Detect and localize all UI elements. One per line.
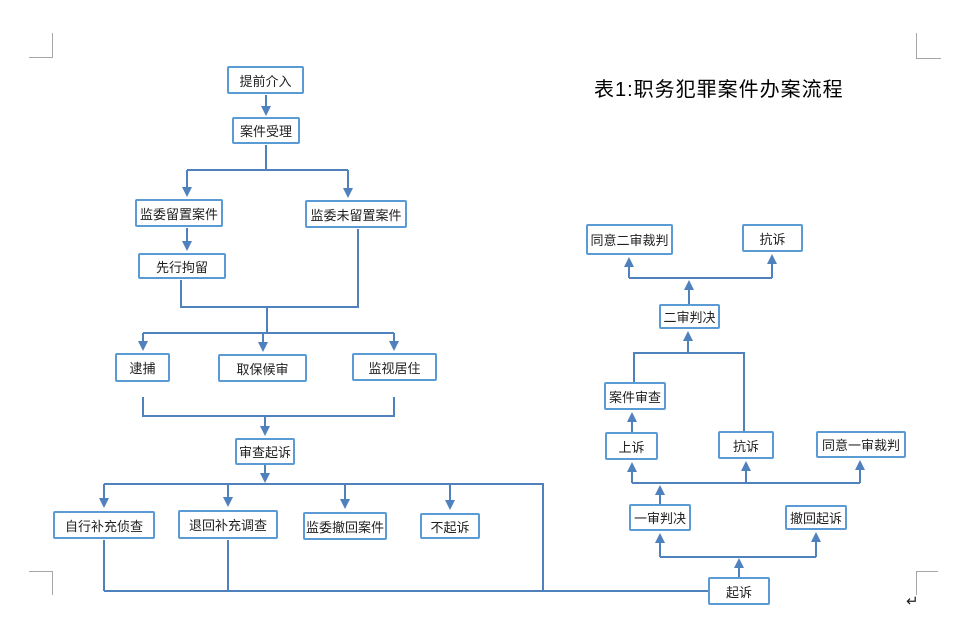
flow-node-shangsu: 上诉 bbox=[605, 432, 658, 460]
flow-node-xianxingjuliu: 先行拘留 bbox=[138, 253, 226, 279]
flow-node-kangsu-yishen: 抗诉 bbox=[718, 431, 774, 459]
flow-node-tiqianjieru: 提前介入 bbox=[227, 66, 304, 94]
margin-corner-bottom-left bbox=[29, 571, 53, 595]
margin-corner-bottom-right bbox=[916, 571, 938, 595]
distribution-bar-after-shenchaqisu bbox=[103, 483, 708, 592]
flow-node-yishenpanjue: 一审判决 bbox=[629, 504, 691, 531]
flow-node-qisu: 起诉 bbox=[708, 577, 770, 605]
flow-node-chehuiqisu: 撤回起诉 bbox=[785, 505, 847, 530]
flow-node-jianshijuzhu: 监视居住 bbox=[352, 353, 437, 381]
flow-node-tongyiyishen: 同意一审裁判 bbox=[816, 431, 906, 458]
flow-node-zixingbuchong: 自行补充侦查 bbox=[53, 511, 155, 539]
diagram-title: 表1:职务犯罪案件办案流程 bbox=[594, 79, 844, 101]
flow-node-qubaohoushen: 取保候审 bbox=[218, 354, 307, 382]
flow-node-shenchaqisu: 审查起诉 bbox=[235, 438, 295, 465]
flow-node-tongyiershen: 同意二审裁判 bbox=[586, 224, 673, 255]
split-bar-after-anjianshouli bbox=[187, 145, 348, 171]
flow-node-ershenpanjue: 二审判决 bbox=[659, 304, 720, 329]
flow-node-anjianshouli: 案件受理 bbox=[232, 117, 300, 144]
flow-node-jianweichehui: 监委撤回案件 bbox=[303, 512, 387, 540]
merge-bar-detention bbox=[180, 229, 359, 308]
margin-corner-top-left bbox=[29, 33, 53, 58]
paragraph-mark: ↵ bbox=[906, 593, 919, 610]
flow-node-kangsu-ershen: 抗诉 bbox=[742, 224, 803, 252]
arrows bbox=[99, 95, 865, 577]
flow-node-tuihuibuchong: 退回补充调查 bbox=[178, 510, 278, 539]
flow-node-daibu: 逮捕 bbox=[115, 353, 170, 382]
distribution-bar-measures bbox=[143, 307, 394, 334]
flow-node-anjianshencha: 案件审查 bbox=[604, 382, 666, 410]
flow-node-jianwei-liuzhi: 监委留置案件 bbox=[135, 199, 223, 227]
flow-node-jianwei-weiliuzhi: 监委未留置案件 bbox=[305, 200, 407, 228]
margin-corner-top-right bbox=[916, 33, 941, 59]
flow-node-buqisu: 不起诉 bbox=[420, 513, 480, 539]
bracket-below-measures bbox=[142, 397, 395, 417]
